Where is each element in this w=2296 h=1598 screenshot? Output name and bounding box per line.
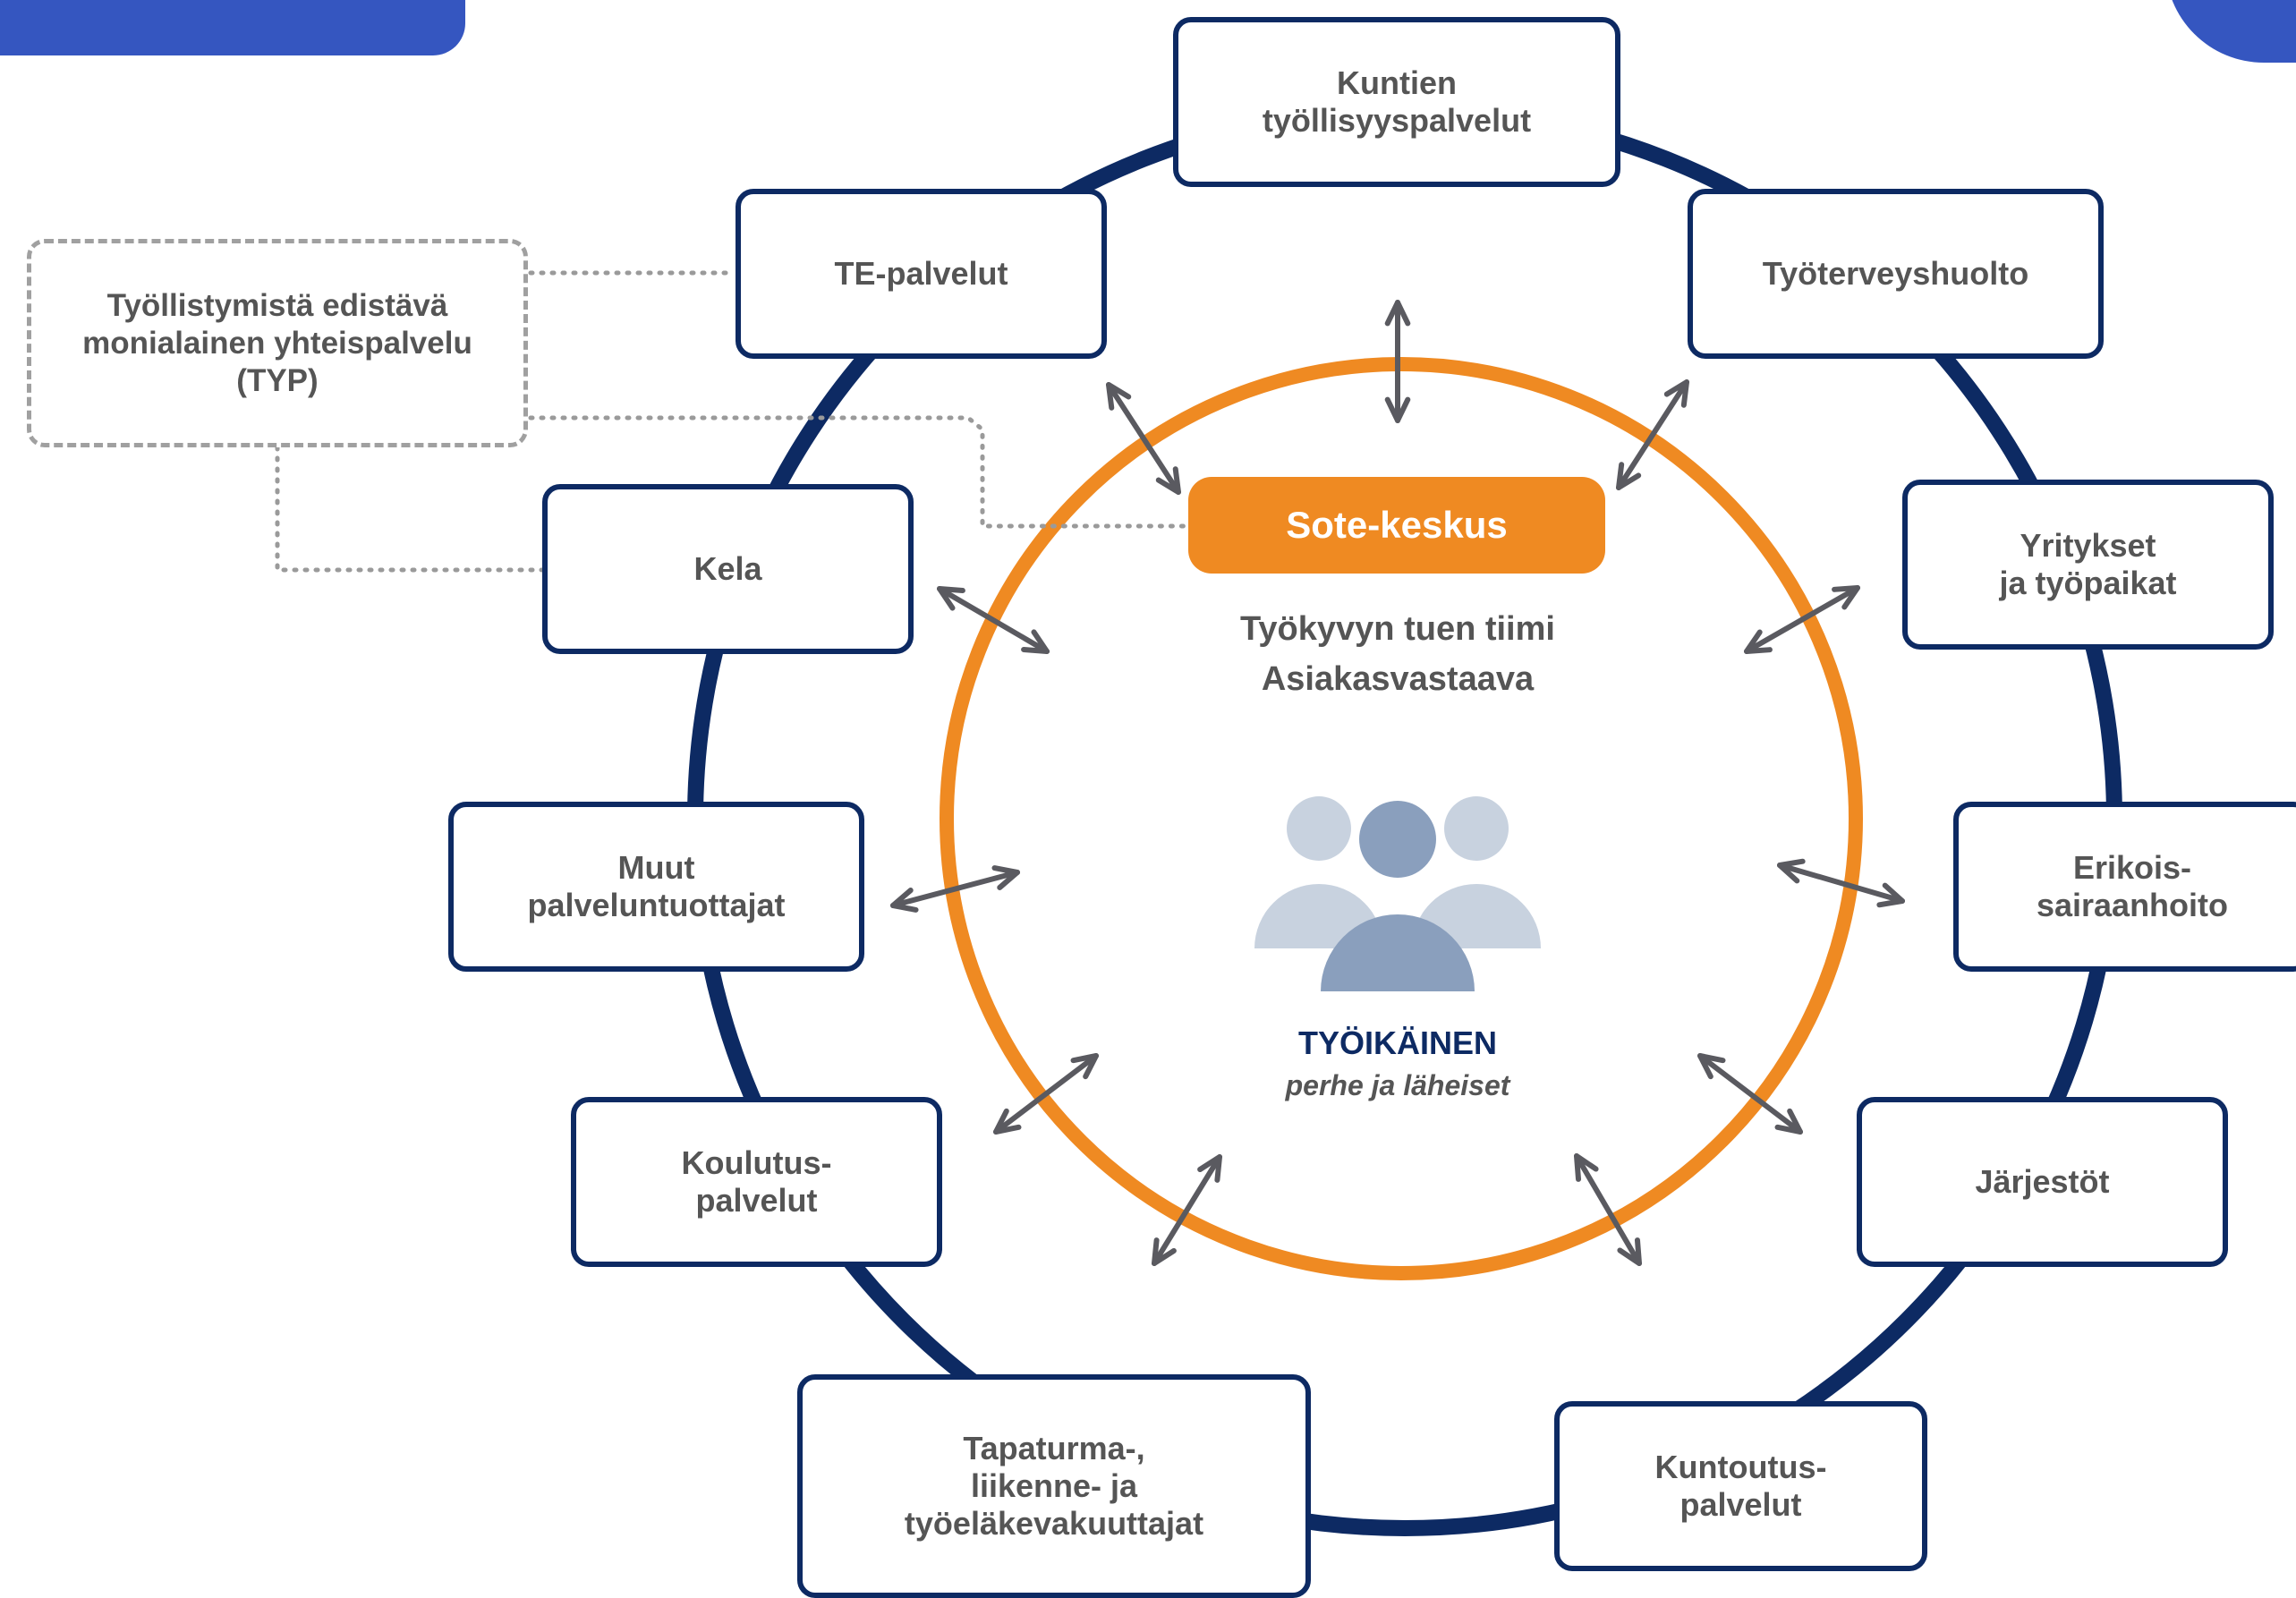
double-arrow-icon xyxy=(1777,858,1905,908)
node-tapaturma-vakuuttajat: Tapaturma-, liikenne- ja työeläkevakuutt… xyxy=(797,1374,1311,1598)
node-jarjestot: Järjestöt xyxy=(1857,1097,2228,1267)
double-arrow-icon xyxy=(890,865,1020,913)
typ-service-box: Työllistymistä edistävä monialainen yhte… xyxy=(27,239,528,447)
node-erikoissairaanhoito: Erikois- sairaanhoito xyxy=(1953,802,2296,972)
double-arrow-icon xyxy=(937,586,1050,654)
node-kuntoutuspalvelut: Kuntoutus- palvelut xyxy=(1554,1401,1927,1571)
double-arrow-icon xyxy=(1384,300,1411,423)
corner-tab-decoration xyxy=(0,0,465,55)
typ-dotted-connectors xyxy=(275,270,1191,573)
double-arrow-connectors xyxy=(890,300,1905,1266)
people-group-icon xyxy=(1254,796,1541,991)
node-kela: Kela xyxy=(542,484,914,654)
node-kuntien-tyollisyyspalvelut: Kuntien työllisyyspalvelut xyxy=(1173,17,1620,187)
node-te-palvelut: TE-palvelut xyxy=(736,189,1107,359)
sote-keskus-label: Sote-keskus xyxy=(1188,477,1605,574)
dotted-connector-sote xyxy=(528,415,1191,529)
double-arrow-icon xyxy=(993,1053,1099,1135)
working-age-person-label: TYÖIKÄINEN xyxy=(1297,1024,1497,1061)
double-arrow-icon xyxy=(1744,585,1860,654)
node-muut-palveluntuottajat: Muut palveluntuottajat xyxy=(448,802,864,972)
double-arrow-icon xyxy=(1616,379,1689,490)
family-and-close-ones-label: perhe ja läheiset xyxy=(1285,1069,1510,1101)
double-arrow-icon xyxy=(1574,1153,1642,1266)
node-yritykset-ja-tyopaikat: Yritykset ja työpaikat xyxy=(1902,480,2274,650)
double-arrow-icon xyxy=(1697,1053,1803,1135)
double-arrow-icon xyxy=(1106,382,1181,495)
node-tyoterveyshuolto: Työterveyshuolto xyxy=(1688,189,2104,359)
inner-orange-ring xyxy=(940,357,1863,1280)
team-label: Työkyvyn tuen tiimi Asiakasvastaava xyxy=(1240,610,1555,699)
node-koulutuspalvelut: Koulutus- palvelut xyxy=(571,1097,942,1267)
dotted-connector-kela xyxy=(275,445,547,573)
double-arrow-icon xyxy=(1152,1154,1222,1266)
